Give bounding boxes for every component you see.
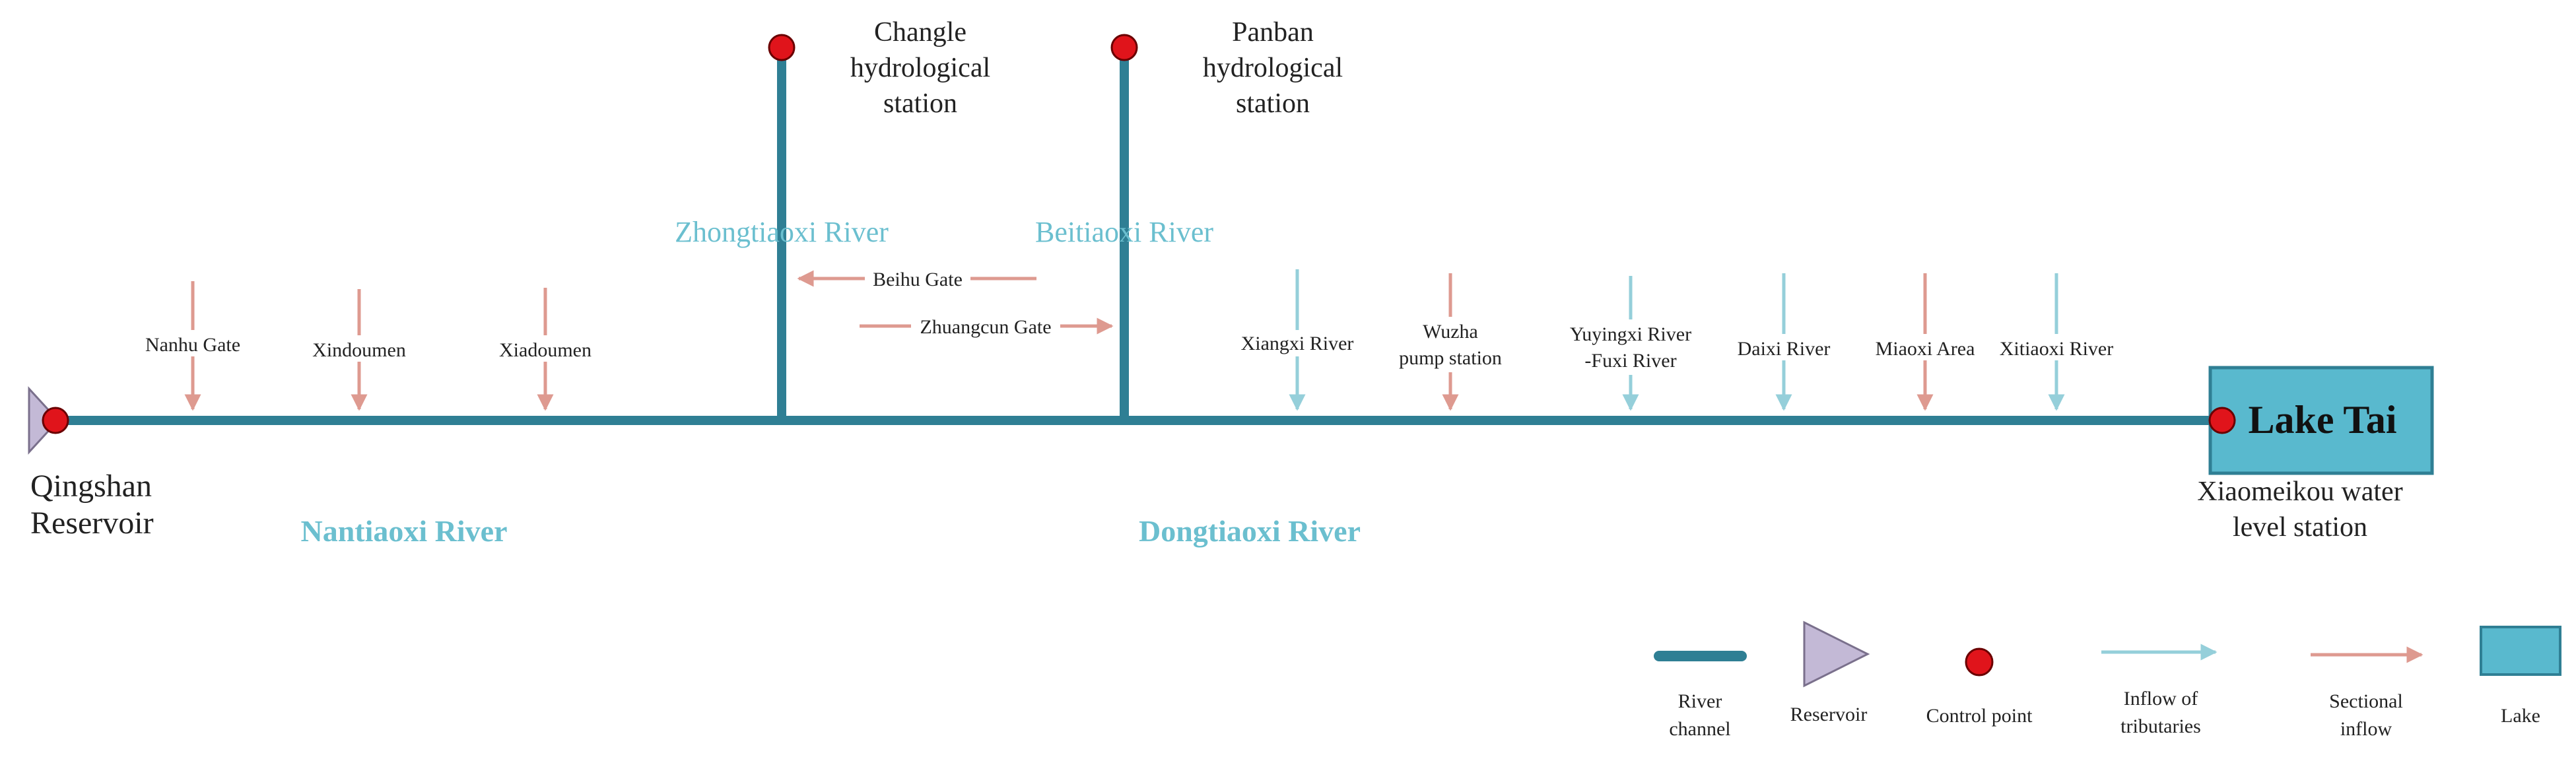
lake-tai-box [2208,366,2434,475]
legend-lake-label: Lake [2501,705,2540,727]
legend-reservoir-swatch [1803,620,1870,688]
xindoumen-label: Xindoumen [312,339,406,361]
yuyingxi-river-label-line2: -Fuxi River [1584,350,1676,372]
beihu-gate-label: Beihu Gate [873,269,963,290]
changle-station-line3: station [883,88,957,119]
control-point-changle [768,34,796,61]
beitiaoxi-river-label: Beitiaoxi River [1035,216,1213,248]
wuzha-pump-label-line2: pump station [1399,347,1502,369]
zhuangcun-gate-label-bg [911,313,1060,339]
legend-river-channel-line2: channel [1669,718,1730,740]
daixi-river-label-bg [1726,334,1842,360]
legend-control-point-label: Control point [1926,705,2033,727]
control-point-panban [1110,34,1138,61]
changle-station-line1: Changle [874,17,966,48]
xiaomeikou-station-line1: Xiaomeikou water [2197,477,2402,507]
yuyingxi-river-label-bg [1557,319,1705,375]
nanhu-gate-label: Nanhu Gate [145,334,240,356]
wuzha-pump-label-bg [1384,317,1517,372]
legend-reservoir-label: Reservoir [1790,704,1868,725]
xitiaoxi-river-label-bg [1990,334,2123,360]
beihu-gate-label-bg [865,265,970,292]
miaoxi-area-label: Miaoxi Area [1876,338,1975,360]
legend-tributary-line1: Inflow of [2124,688,2198,710]
reservoir-label-line1: Qingshan [30,469,152,504]
zhuangcun-gate-label: Zhuangcun Gate [920,316,1051,338]
xiangxi-river-label-bg [1231,330,1364,356]
legend-control-point-swatch [1965,647,1994,677]
legend-sectional-line2: inflow [2340,718,2392,740]
nanhu-gate-label-bg [133,330,252,356]
panban-station-line2: hydrological [1203,53,1343,83]
control-point-lake [2208,407,2236,434]
xiangxi-river-label: Xiangxi River [1241,333,1354,354]
dongtiaoxi-river-label: Dongtiaoxi River [1139,514,1361,548]
daixi-river-label: Daixi River [1738,338,1831,360]
lake-tai-label: Lake Tai [2248,398,2396,442]
yuyingxi-river-label-line1: Yuyingxi River [1570,323,1691,345]
zhongtiaoxi-river-label: Zhongtiaoxi River [675,216,889,248]
nantiaoxi-river-label: Nantiaoxi River [300,514,507,548]
control-point-reservoir [42,407,69,434]
panban-station-line1: Panban [1232,17,1314,48]
xiadoumen-label-bg [490,335,601,362]
reservoir-label-line2: Reservoir [30,506,154,541]
xiaomeikou-station-line2: level station [2233,512,2367,543]
xiadoumen-label: Xiadoumen [499,339,592,361]
legend-sectional-line1: Sectional [2329,690,2403,712]
legend-river-channel-line1: River [1678,690,1722,712]
miaoxi-area-label-bg [1864,334,1986,360]
legend-lake-swatch [2480,626,2561,676]
wuzha-pump-label-line1: Wuzha [1423,321,1478,343]
changle-station-line2: hydrological [850,53,990,83]
panban-station-line3: station [1236,88,1310,119]
xindoumen-label-bg [301,335,417,362]
legend: River channel Reservoir Control point In… [1654,620,2561,740]
legend-tributary-line2: tributaries [2120,715,2201,737]
xitiaoxi-river-label: Xitiaoxi River [2000,338,2113,360]
